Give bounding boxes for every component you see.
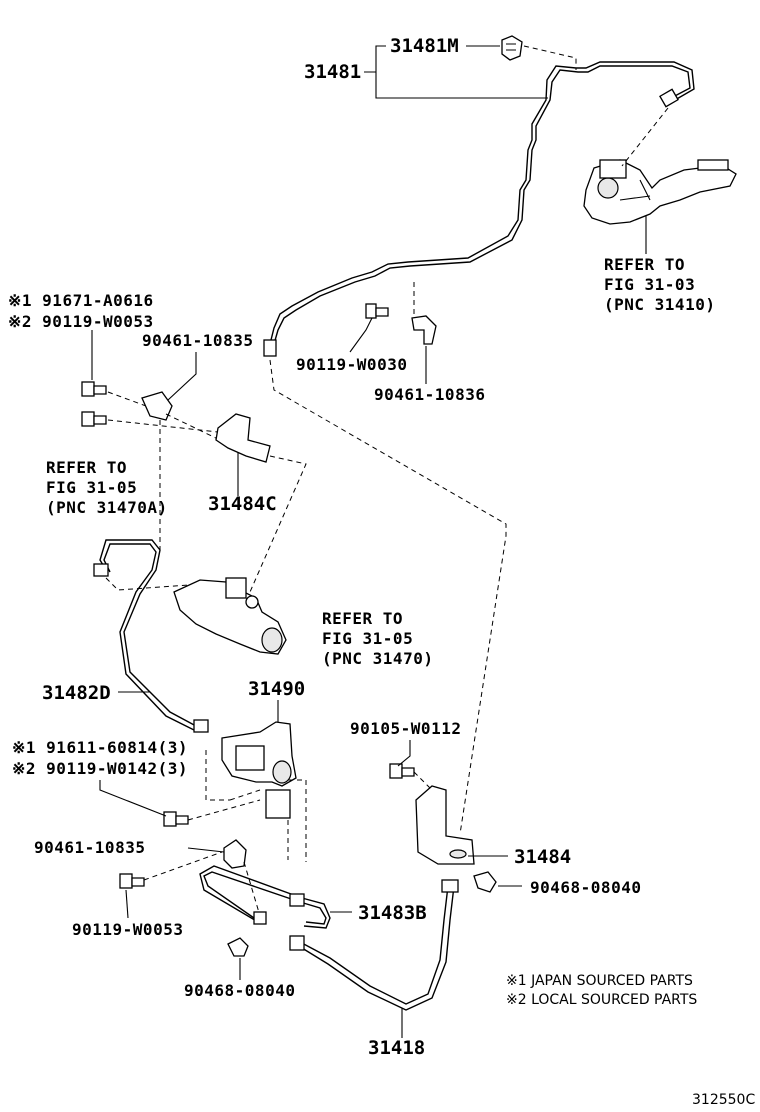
bolt-90105-w0112[interactable] [389,763,415,779]
bracket-31484c[interactable] [215,413,271,463]
dash-bolt1 [107,391,147,407]
cylinder-31490[interactable] [221,721,297,819]
figure-code: 312550C [692,1092,755,1108]
legend-local-sourced: ※2 LOCAL SOURCED PARTS [506,992,697,1008]
label-31418: 31418 [368,1037,425,1059]
label-refer-3105a-c: (PNC 31470A) [46,498,168,517]
clutch-line-31481[interactable] [263,61,695,357]
dash-clip-to-pipe [523,45,577,70]
clutch-master-cylinder[interactable] [583,159,737,225]
bolt-90119-w0030[interactable] [365,303,389,319]
label-note2-90119: ※2 90119-W0053 [8,312,154,331]
clip-90461-10835-mid[interactable] [223,839,247,869]
legend-japan-sourced: ※1 JAPAN SOURCED PARTS [506,973,693,989]
leader-91611 [99,780,167,817]
label-31484: 31484 [514,846,571,868]
dash-31481-to-31484 [269,359,507,835]
leader-90119-bottom [125,889,129,919]
label-refer-3105a-b: FIG 31-05 [46,478,137,497]
label-note1-91611: ※1 91611-60814(3) [12,738,188,757]
dash-bolt2 [107,419,219,433]
dash-31484c-right [249,455,307,593]
bolt-91671-a0616[interactable] [81,381,107,397]
label-90119-bottom: 90119-W0053 [72,920,183,939]
flexible-hose-31418[interactable] [289,879,459,1011]
leader-90461-mid [187,847,225,853]
clip-90461-10835-top[interactable] [141,391,173,421]
dash-90105 [413,771,433,791]
label-31481m: 31481M [390,35,459,57]
label-refer-3103-b: FIG 31-03 [604,275,695,294]
clip-90468-08040-bottom[interactable] [227,937,249,957]
label-31483b: 31483B [358,902,427,924]
label-90461-mid: 90461-10835 [34,838,145,857]
label-31481: 31481 [304,61,361,83]
label-refer-3105a-a: REFER TO [46,458,127,477]
label-90468-right: 90468-08040 [530,878,641,897]
dash-90461-mid [243,861,261,917]
leader-90461-top [167,352,197,401]
dash-31490-box [205,750,307,862]
label-note2-90119-w0142: ※2 90119-W0142(3) [12,759,188,778]
leader-31481 [364,45,548,99]
dash-pipe-to-master [621,107,669,167]
bracket-31484[interactable] [415,785,475,865]
label-31482d: 31482D [42,682,111,704]
dash-clip-top [165,413,221,441]
bolt-91611-60814[interactable] [163,811,189,827]
label-31490: 31490 [248,678,305,700]
bolt-90119-w0053-top[interactable] [81,411,107,427]
clip-90468-08040-right[interactable] [473,871,497,893]
clip-31481m[interactable] [501,35,523,61]
clutch-line-31483b[interactable] [199,865,331,929]
label-refer-3105-c: (PNC 31470) [322,649,433,668]
label-refer-3105-b: FIG 31-05 [322,629,413,648]
label-refer-3105-a: REFER TO [322,609,403,628]
dash-90119-bottom [143,851,223,881]
label-31484c: 31484C [208,493,277,515]
label-90119-w0030: 90119-W0030 [296,355,407,374]
clamp-90461-10836[interactable] [411,315,437,345]
bolt-90119-w0053-bottom[interactable] [119,873,145,889]
dash-91611 [187,799,261,821]
label-90461-10836: 90461-10836 [374,385,485,404]
label-refer-3103-c: (PNC 31410) [604,295,715,314]
clutch-line-31482d[interactable] [93,539,209,733]
label-refer-3103-a: REFER TO [604,255,685,274]
label-90105: 90105-W0112 [350,719,461,738]
label-note1-91671: ※1 91671-A0616 [8,291,154,310]
label-90461-top: 90461-10835 [142,331,253,350]
clutch-release-cylinder[interactable] [173,577,287,655]
leader-90119-w0030 [349,317,373,353]
label-90468-bottom: 90468-08040 [184,981,295,1000]
leader-90105 [397,740,411,767]
